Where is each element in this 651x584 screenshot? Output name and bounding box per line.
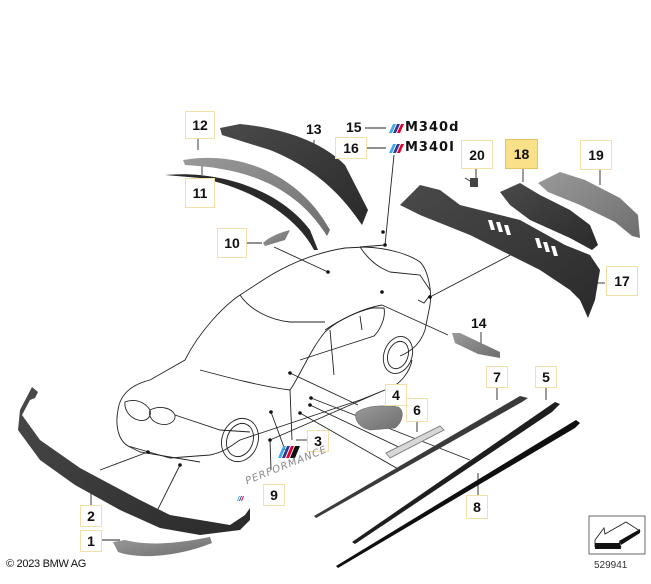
m-emblem-15-stripes xyxy=(389,124,404,133)
callout-15[interactable]: 15 xyxy=(345,119,363,135)
callout-20[interactable]: 20 xyxy=(461,140,493,169)
part-20-bracket xyxy=(464,177,478,187)
part-12-roof-spoiler-trim xyxy=(183,157,330,236)
part-1-flap xyxy=(113,537,212,557)
m-emblem-16-stripes xyxy=(389,144,404,153)
emblem-m340d-text: M340d xyxy=(405,120,460,135)
m-badge-3 xyxy=(278,446,300,458)
part-4-mirror-cap xyxy=(355,405,403,431)
emblem-m340i-text: M340I xyxy=(405,140,455,155)
part-6-entrance-strip xyxy=(385,425,445,459)
callout-2[interactable]: 2 xyxy=(80,505,102,527)
callout-11[interactable]: 11 xyxy=(185,178,215,208)
part-5-side-skirt-trim xyxy=(352,402,560,544)
callout-3[interactable]: 3 xyxy=(307,430,329,452)
part-8-side-stripe xyxy=(336,420,580,568)
m-performance-stripes xyxy=(237,496,244,501)
part-19-diffuser-trim xyxy=(538,172,640,238)
arrow-direction-icon xyxy=(588,515,646,555)
callout-10[interactable]: 10 xyxy=(217,228,247,258)
car-outline xyxy=(116,246,431,463)
callout-13[interactable]: 13 xyxy=(306,121,322,137)
callout-5[interactable]: 5 xyxy=(535,366,557,388)
diffuser-slots xyxy=(488,220,558,256)
leader-dots xyxy=(146,230,432,467)
part-11-rear-spoiler-lip xyxy=(165,174,318,250)
callout-16[interactable]: 16 xyxy=(335,137,367,159)
callout-9[interactable]: 9 xyxy=(263,484,285,506)
part-14-reflector xyxy=(452,333,500,358)
part-2-front-splitter xyxy=(18,387,250,535)
callout-19[interactable]: 19 xyxy=(580,140,612,170)
callout-7[interactable]: 7 xyxy=(486,366,508,388)
callout-17[interactable]: 17 xyxy=(606,266,638,296)
callout-4[interactable]: 4 xyxy=(385,384,407,406)
part-7-side-skirt xyxy=(314,396,528,518)
callout-14[interactable]: 14 xyxy=(471,315,487,331)
callout-18[interactable]: 18 xyxy=(505,139,538,169)
part-13-roof-spoiler xyxy=(220,124,368,225)
callout-6[interactable]: 6 xyxy=(406,398,428,422)
copyright-text: © 2023 BMW AG xyxy=(6,558,87,570)
diagram-number: 529941 xyxy=(594,560,628,571)
callout-1[interactable]: 1 xyxy=(80,530,102,552)
callout-12[interactable]: 12 xyxy=(185,111,215,139)
part-18-diffuser-insert xyxy=(500,183,598,250)
callout-8[interactable]: 8 xyxy=(466,495,488,519)
part-10-antenna-cover xyxy=(263,230,290,246)
part-17-rear-diffuser xyxy=(400,185,600,318)
